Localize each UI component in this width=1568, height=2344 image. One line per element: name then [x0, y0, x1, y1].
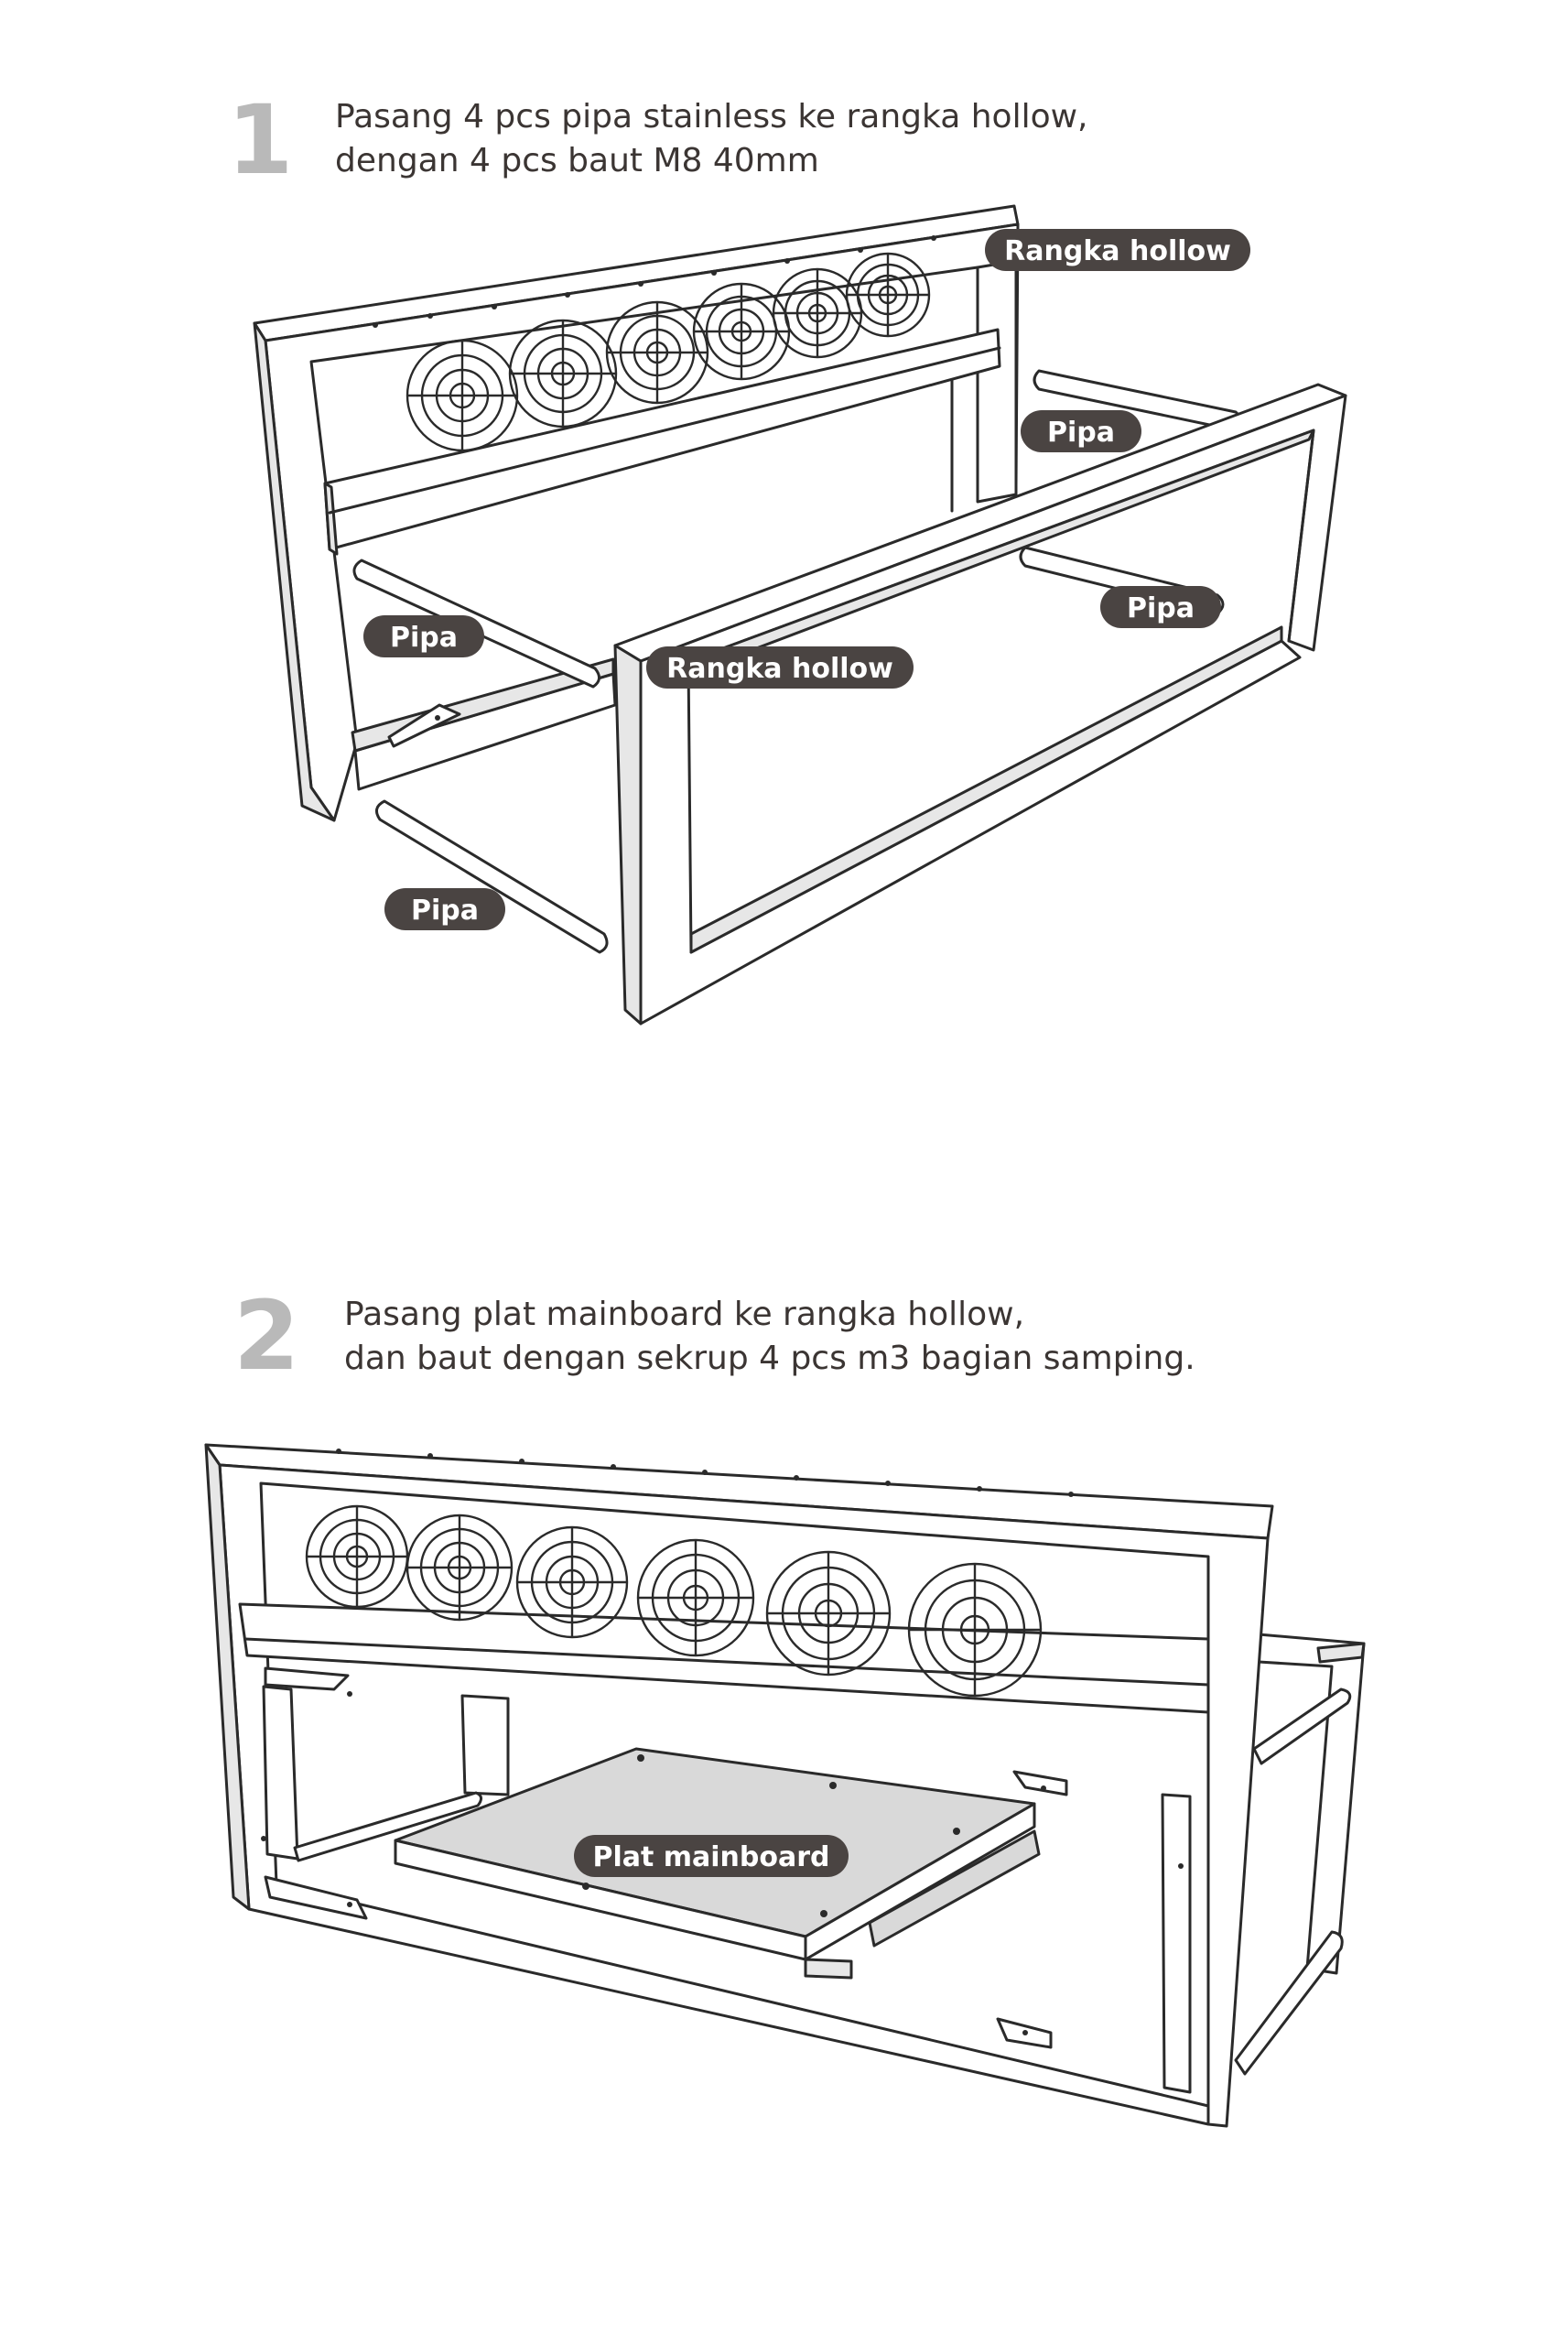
svg-text:Pipa: Pipa [1047, 417, 1115, 449]
front-frame [613, 383, 1347, 1026]
svg-text:Plat mainboard: Plat mainboard [592, 1841, 829, 1873]
step-1-illustration: Rangka hollow Pipa Pipa Pipa Rangka holl… [253, 204, 1347, 1026]
label-mainboard-plate: Plat mainboard [574, 1835, 849, 1877]
label-pipe-bottom-left: Pipa [384, 888, 505, 930]
svg-text:Pipa: Pipa [390, 622, 458, 654]
step-1-number: 1 [227, 84, 294, 196]
label-pipe-mid-right: Pipa [1100, 586, 1221, 628]
label-pipe-top-right: Pipa [1021, 410, 1141, 452]
fan-grills-step-1 [406, 252, 931, 452]
back-frame [253, 204, 1020, 822]
step-2-line-1: Pasang plat mainboard ke rangka hollow, [344, 1296, 1025, 1333]
step-1-line-1: Pasang 4 pcs pipa stainless ke rangka ho… [335, 98, 1088, 136]
step-2-instruction: Pasang plat mainboard ke rangka hollow, … [344, 1293, 1195, 1381]
label-frame-back: Rangka hollow [985, 229, 1250, 271]
label-frame-front: Rangka hollow [646, 646, 914, 689]
step-1-line-2: dengan 4 pcs baut M8 40mm [335, 142, 819, 179]
svg-text:Rangka hollow: Rangka hollow [666, 653, 893, 685]
step-1-instruction: Pasang 4 pcs pipa stainless ke rangka ho… [335, 95, 1088, 183]
step-2-number: 2 [233, 1280, 300, 1392]
label-pipe-mid-left: Pipa [363, 615, 484, 657]
svg-text:Rangka hollow: Rangka hollow [1004, 235, 1231, 267]
svg-text:Pipa: Pipa [411, 895, 479, 927]
step-2-illustration: Plat mainboard [204, 1443, 1366, 2128]
step-2-line-2: dan baut dengan sekrup 4 pcs m3 bagian s… [344, 1340, 1195, 1377]
fan-grills-step-2 [305, 1504, 1043, 1698]
svg-text:Pipa: Pipa [1127, 592, 1195, 624]
